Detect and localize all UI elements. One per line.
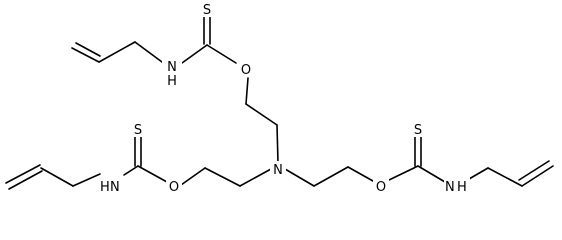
molecule-structure-diagram: S O N H S O H N N O — [5, 1, 554, 195]
svg-text:S: S — [414, 123, 422, 138]
bond-left-allyl-2 — [72, 173, 101, 187]
atom-labels: S O N H S O H N N O — [100, 1, 470, 195]
bond-right-vinyl-double-1 — [521, 165, 554, 187]
bond-right-allyl-2 — [487, 167, 523, 187]
bond-top-o-ch2 — [245, 77, 249, 105]
bond-left-c-o — [137, 165, 168, 183]
bond-left-nh-c — [123, 165, 139, 176]
atom-left-sulfur: S — [131, 121, 145, 138]
svg-text:N: N — [167, 60, 177, 75]
hydrogen-label: H — [100, 180, 110, 195]
svg-text:O: O — [241, 63, 251, 78]
left-arm — [5, 132, 272, 190]
hydrogen-label: H — [167, 74, 177, 89]
svg-text:O: O — [169, 180, 179, 195]
bond-top-nh-c — [181, 44, 208, 64]
bond-top-allyl-1 — [98, 41, 136, 63]
bond-top-ch2-n — [276, 124, 279, 164]
atom-top-sulfur: S — [200, 1, 214, 18]
bond-left-o-ch2 — [180, 167, 206, 186]
bond-left-allyl-1 — [40, 167, 74, 187]
bond-right-c-nh — [417, 165, 446, 183]
bond-top-ch2-ch2 — [245, 103, 278, 126]
atom-left-amide-nitrogen: H N — [100, 176, 126, 195]
bond-left-vinyl-double-1 — [5, 164, 41, 184]
bond-left-ch2-n — [239, 168, 272, 187]
bond-top-allyl-2 — [134, 41, 163, 63]
atom-top-amide-nitrogen: N H — [162, 58, 182, 89]
svg-text:O: O — [376, 180, 386, 195]
atom-left-oxygen: O — [166, 178, 182, 195]
bond-right-ch2-ch2 — [313, 166, 349, 187]
atom-right-oxygen: O — [373, 178, 389, 195]
bond-top-c-o — [206, 44, 237, 64]
top-arm — [71, 11, 279, 164]
svg-text:S: S — [134, 123, 142, 138]
bond-right-vinyl-double-2 — [518, 160, 550, 181]
bond-right-o-c — [388, 165, 419, 181]
bond-right-allyl-1 — [468, 167, 489, 180]
atom-top-oxygen: O — [238, 61, 254, 78]
atom-central-nitrogen: N — [270, 161, 286, 178]
bond-left-vinyl-double-2 — [8, 170, 43, 190]
bond-left-ch2-ch2 — [204, 167, 241, 187]
svg-text:N: N — [445, 180, 455, 195]
bond-right-n-ch2 — [284, 168, 315, 187]
svg-text:N: N — [110, 180, 120, 195]
svg-text:S: S — [203, 3, 211, 18]
hydrogen-label: H — [457, 180, 467, 195]
bond-top-vinyl-double-1 — [71, 47, 100, 63]
bond-right-ch2-o — [347, 166, 374, 182]
atom-right-amide-nitrogen: N H — [444, 176, 470, 195]
atom-right-sulfur: S — [411, 121, 425, 138]
svg-text:N: N — [273, 163, 283, 178]
bond-top-vinyl-double-2 — [75, 42, 101, 57]
right-arm — [284, 132, 554, 187]
